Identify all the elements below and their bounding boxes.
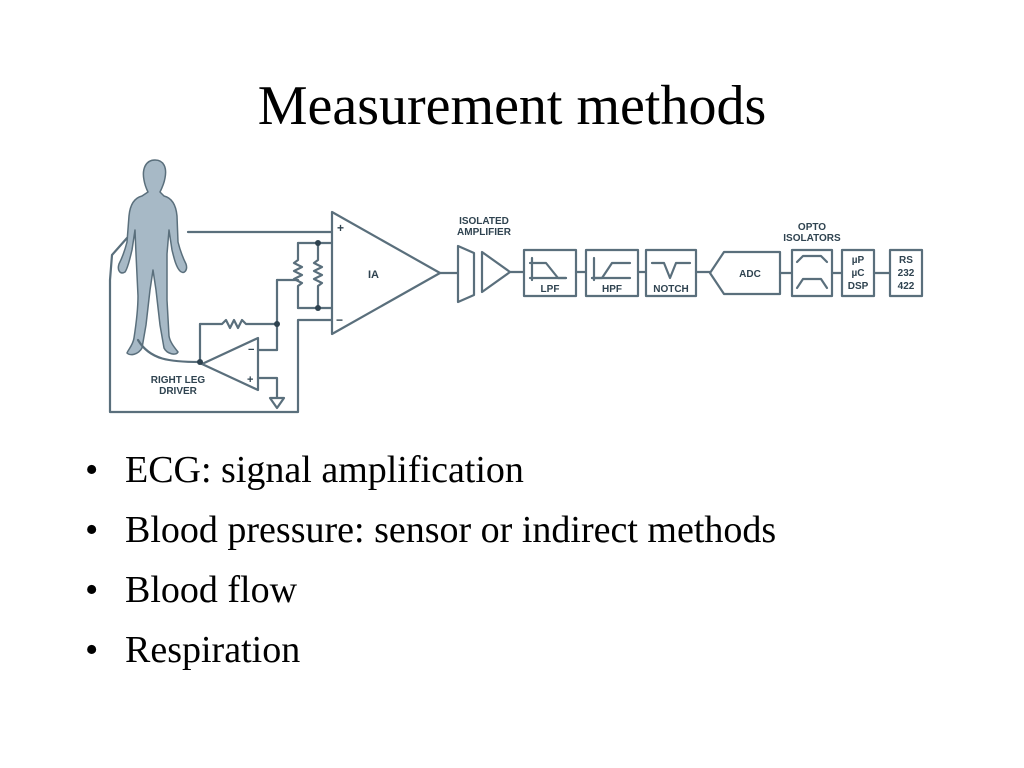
ia-minus-label: − <box>336 313 343 327</box>
ecg-diagram-svg: + − IA ISOLATED AMPLIFIER LPF HPF NOTCH … <box>108 159 924 414</box>
bullet-item: • Blood flow <box>85 560 776 620</box>
opto-label-2: ISOLATORS <box>783 233 841 244</box>
rs-422-label: 422 <box>898 281 915 292</box>
ia-amplifier <box>330 210 442 336</box>
rs-label: RS <box>899 255 913 266</box>
bullet-glyph: • <box>85 569 99 611</box>
right-leg-driver-label-2: DRIVER <box>159 386 198 397</box>
right-leg-driver-amplifier <box>200 336 260 392</box>
junction-dots <box>197 240 321 365</box>
notch-label: NOTCH <box>653 284 689 295</box>
isolated-amplifier-label-1: ISOLATED <box>459 216 509 227</box>
isolated-amplifier-label-2: AMPLIFIER <box>457 227 512 238</box>
bullet-text: Blood pressure: sensor or indirect metho… <box>125 509 777 551</box>
rld-plus-label: + <box>247 374 253 386</box>
right-leg-driver-label-1: RIGHT LEG <box>151 375 206 386</box>
hpf-label: HPF <box>602 284 622 295</box>
rs-232-label: 232 <box>898 268 915 279</box>
rld-minus-label: − <box>248 344 254 356</box>
slide-title: Measurement methods <box>257 75 767 137</box>
rs-interface-block <box>888 248 924 298</box>
up-label: µP <box>852 255 865 266</box>
bullet-text: Respiration <box>125 629 301 671</box>
opto-label-1: OPTO <box>798 222 826 233</box>
opto-isolator-block <box>790 248 834 298</box>
isolated-amplifier-triangle <box>480 250 512 294</box>
bullet-glyph: • <box>85 449 99 491</box>
bullet-glyph: • <box>85 509 99 551</box>
isolated-amplifier-block <box>456 244 476 304</box>
bullet-item: • ECG: signal amplification <box>85 440 776 500</box>
dsp-label: DSP <box>848 281 869 292</box>
bullet-glyph: • <box>85 629 99 671</box>
ia-label: IA <box>368 269 379 281</box>
ia-plus-label: + <box>337 221 344 235</box>
bullet-text: ECG: signal amplification <box>125 449 524 491</box>
human-figure-icon <box>117 159 188 356</box>
ecg-block-diagram: + − IA ISOLATED AMPLIFIER LPF HPF NOTCH … <box>100 150 940 425</box>
uc-label: µC <box>852 268 865 279</box>
bullet-item: • Respiration <box>85 620 776 680</box>
bullet-text: Blood flow <box>125 569 298 611</box>
adc-label: ADC <box>739 269 761 280</box>
lpf-label: LPF <box>541 284 560 295</box>
bullet-list: • ECG: signal amplification • Blood pressu… <box>85 440 776 680</box>
bullet-item: • Blood pressure: sensor or indirect meth… <box>85 500 776 560</box>
